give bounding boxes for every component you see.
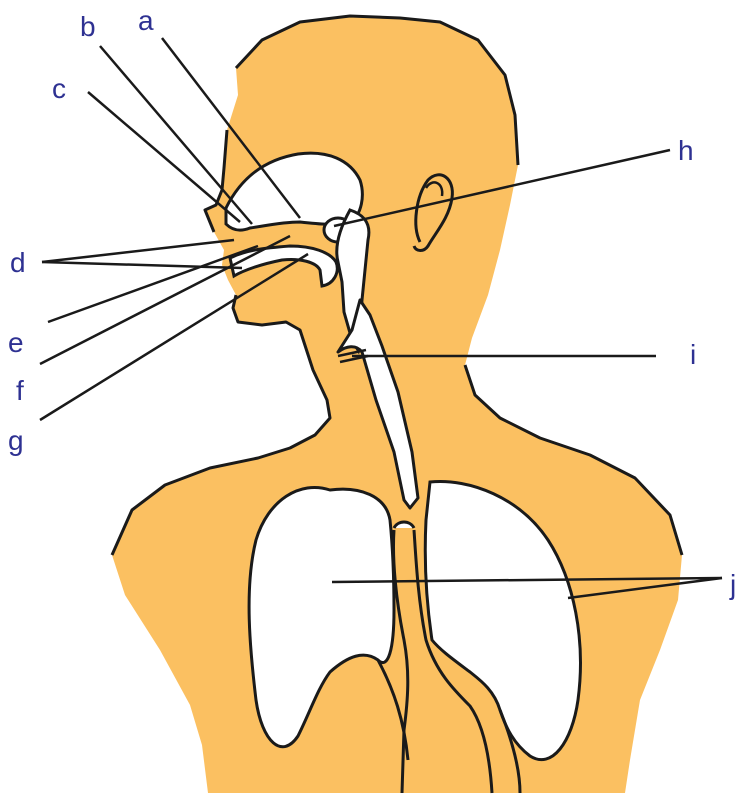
carina <box>394 522 414 528</box>
label-j: j <box>729 569 736 600</box>
leader-line-g <box>40 254 308 420</box>
label-b: b <box>80 11 96 42</box>
label-d: d <box>10 247 26 278</box>
label-e: e <box>8 327 24 358</box>
label-g: g <box>8 425 24 456</box>
label-i: i <box>690 339 696 370</box>
label-c: c <box>52 73 66 104</box>
label-a: a <box>138 5 154 36</box>
label-h: h <box>678 135 694 166</box>
label-f: f <box>16 375 24 406</box>
leader-line-d-upper <box>42 240 234 262</box>
